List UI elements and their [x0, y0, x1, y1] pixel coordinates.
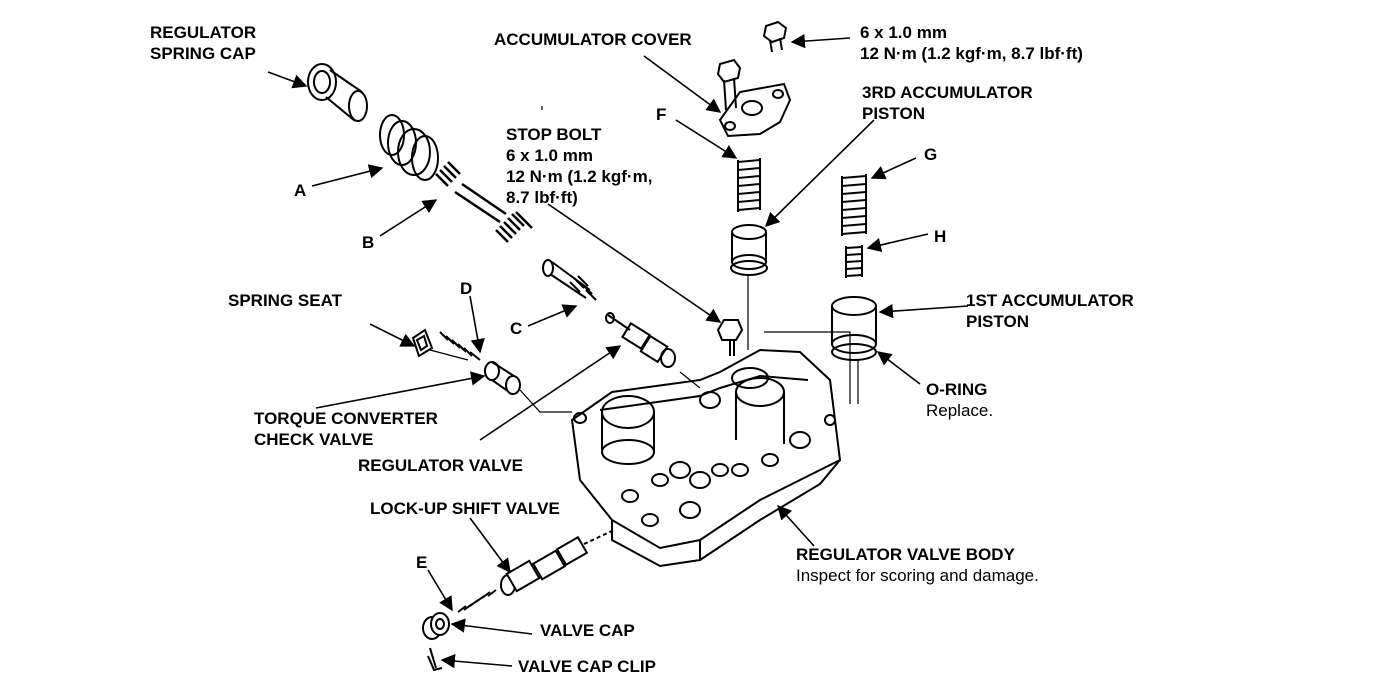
callout-c: C	[510, 319, 523, 338]
label-line: O-RING	[926, 380, 988, 399]
callout-h: H	[934, 227, 947, 246]
stop-bolt-label: STOP BOLT 6 x 1.0 mm 12 N·m (1.2 kgf·m, …	[506, 124, 652, 208]
spring-b-part	[435, 161, 533, 243]
third-accumulator-piston-label: 3RD ACCUMULATOR PISTON	[862, 82, 1033, 124]
check-valve-part	[484, 361, 521, 395]
regulator-valve-body-label: REGULATOR VALVE BODY Inspect for scoring…	[796, 544, 1039, 586]
callout-b: B	[362, 233, 375, 252]
third-accumulator-piston-part	[730, 224, 768, 276]
spring-a-part	[379, 114, 439, 181]
regulator-spring-cap-part	[307, 63, 368, 122]
label-line: CHECK VALVE	[254, 430, 374, 449]
label-line: 6 x 1.0 mm	[860, 23, 947, 42]
valve-cap-part	[422, 589, 497, 672]
accumulator-cover-part	[718, 82, 792, 138]
valve-body-part	[570, 348, 842, 568]
spring-c-part	[542, 259, 597, 301]
label-note: Replace.	[926, 401, 994, 420]
label-line: REGULATOR	[150, 23, 257, 42]
lock-up-shift-valve-part	[500, 529, 615, 596]
first-accumulator-piston-part	[831, 296, 877, 361]
stop-bolt-part	[716, 319, 744, 356]
callout-f: F	[656, 105, 667, 124]
spring-h-part	[845, 245, 863, 278]
callout-g: G	[924, 145, 938, 164]
label-line: 6 x 1.0 mm	[506, 146, 593, 165]
regulator-valve-part	[605, 312, 676, 368]
bolt-spec-label: 6 x 1.0 mm 12 N·m (1.2 kgf·m, 8.7 lbf·ft…	[860, 22, 1083, 64]
label-line: SPRING CAP	[150, 44, 256, 63]
cover-bolt-left-part	[716, 58, 742, 111]
label-line: REGULATOR VALVE BODY	[796, 545, 1015, 564]
torque-converter-check-valve-label: TORQUE CONVERTER CHECK VALVE	[254, 408, 438, 450]
accumulator-cover-label: ACCUMULATOR COVER	[494, 30, 692, 49]
alignment-lines	[429, 106, 859, 413]
label-note: Inspect for scoring and damage.	[796, 566, 1039, 585]
spring-g-part	[841, 174, 867, 236]
label-line: 12 N·m (1.2 kgf·m,	[506, 167, 653, 186]
spring-seat-label: SPRING SEAT	[228, 291, 342, 310]
label-line: 8.7 lbf·ft)	[506, 188, 578, 207]
spring-seat-part	[411, 328, 481, 361]
first-accumulator-piston-label: 1ST ACCUMULATOR PISTON	[966, 290, 1134, 332]
label-line: 12 N·m (1.2 kgf·m, 8.7 lbf·ft)	[860, 44, 1083, 63]
lock-up-shift-valve-label: LOCK-UP SHIFT VALVE	[370, 499, 560, 518]
label-line: PISTON	[862, 104, 925, 123]
leader-arrows	[267, 33, 969, 669]
callout-e: E	[416, 553, 428, 572]
label-line: STOP BOLT	[506, 125, 602, 144]
cover-bolt-part	[762, 20, 788, 53]
label-line: 3RD ACCUMULATOR	[862, 83, 1033, 102]
regulator-valve-label: REGULATOR VALVE	[358, 456, 523, 475]
label-line: PISTON	[966, 312, 1029, 331]
valve-cap-clip-label: VALVE CAP CLIP	[518, 657, 656, 676]
spring-f-part	[737, 158, 761, 212]
valve-cap-label: VALVE CAP	[540, 621, 635, 640]
regulator-spring-cap-label: REGULATOR SPRING CAP	[150, 22, 256, 64]
callout-d: D	[460, 279, 473, 298]
callout-a: A	[294, 181, 307, 200]
label-line: TORQUE CONVERTER	[254, 409, 438, 428]
o-ring-label: O-RING Replace.	[926, 379, 993, 421]
label-line: 1ST ACCUMULATOR	[966, 291, 1134, 310]
